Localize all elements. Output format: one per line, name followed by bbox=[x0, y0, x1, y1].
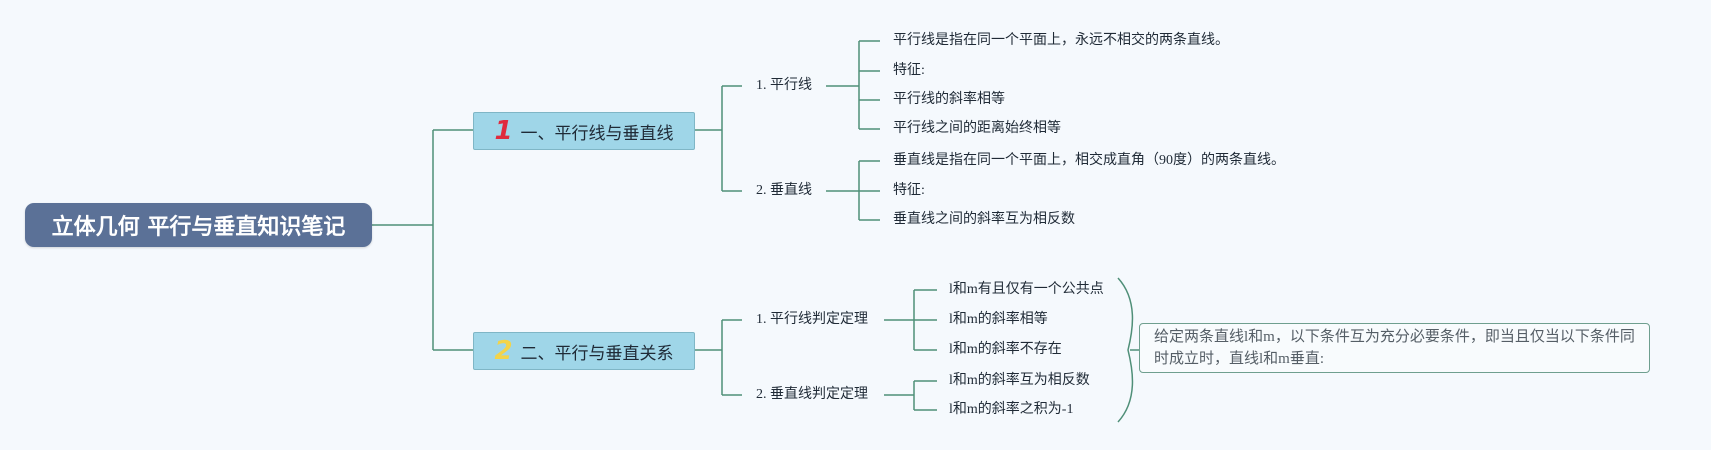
connector-root bbox=[372, 129, 473, 351]
connector-b2c2 bbox=[884, 380, 937, 411]
connector-b1c2 bbox=[826, 160, 880, 221]
leaf-item[interactable]: 特征: bbox=[893, 63, 925, 78]
connector-b2c1 bbox=[884, 289, 937, 351]
topic-perpendicular-lines[interactable]: 2. 垂直线 bbox=[756, 183, 812, 198]
connector-b1c1 bbox=[826, 40, 880, 130]
leaf-item[interactable]: 垂直线是指在同一个平面上，相交成直角（90度）的两条直线。 bbox=[893, 153, 1285, 168]
topic-perpendicular-theorem[interactable]: 2. 垂直线判定定理 bbox=[756, 387, 868, 402]
connector-b1 bbox=[693, 85, 742, 192]
leaf-item[interactable]: l和m有且仅有一个公共点 bbox=[949, 282, 1104, 297]
leaf-item[interactable]: l和m的斜率相等 bbox=[949, 312, 1048, 327]
branch-title: 二、平行与垂直关系 bbox=[520, 343, 674, 364]
leaf-item[interactable]: 特征: bbox=[893, 183, 925, 198]
branch-title: 一、平行线与垂直线 bbox=[520, 123, 674, 144]
summary-note-text: 给定两条直线l和m，以下条件互为充分必要条件，即当且仅当以下条件同时成立时，直线… bbox=[1154, 329, 1635, 367]
summary-note[interactable]: 给定两条直线l和m，以下条件互为充分必要条件，即当且仅当以下条件同时成立时，直线… bbox=[1139, 323, 1650, 373]
topic-parallel-lines[interactable]: 1. 平行线 bbox=[756, 78, 812, 93]
topic-parallel-theorem[interactable]: 1. 平行线判定定理 bbox=[756, 312, 868, 327]
branch-number-2: 2 bbox=[494, 336, 513, 366]
branch-number-1: 1 bbox=[494, 116, 513, 146]
leaf-item[interactable]: 平行线是指在同一个平面上，永远不相交的两条直线。 bbox=[893, 33, 1229, 48]
leaf-item[interactable]: l和m的斜率不存在 bbox=[949, 342, 1062, 357]
summary-brace bbox=[1117, 277, 1134, 423]
leaf-item[interactable]: l和m的斜率互为相反数 bbox=[949, 373, 1090, 388]
leaf-item[interactable]: 垂直线之间的斜率互为相反数 bbox=[893, 212, 1075, 227]
leaf-item[interactable]: 平行线的斜率相等 bbox=[893, 92, 1005, 107]
branch-parallel-perpendicular-relation[interactable]: 2 二、平行与垂直关系 bbox=[473, 332, 695, 370]
root-title: 立体几何 平行与垂直知识笔记 bbox=[51, 215, 346, 240]
branch-parallel-perpendicular-lines[interactable]: 1 一、平行线与垂直线 bbox=[473, 112, 695, 150]
connector-b2 bbox=[693, 319, 742, 396]
leaf-item[interactable]: l和m的斜率之积为-1 bbox=[949, 402, 1074, 417]
root-topic[interactable]: 立体几何 平行与垂直知识笔记 bbox=[25, 203, 372, 247]
leaf-item[interactable]: 平行线之间的距离始终相等 bbox=[893, 121, 1061, 136]
